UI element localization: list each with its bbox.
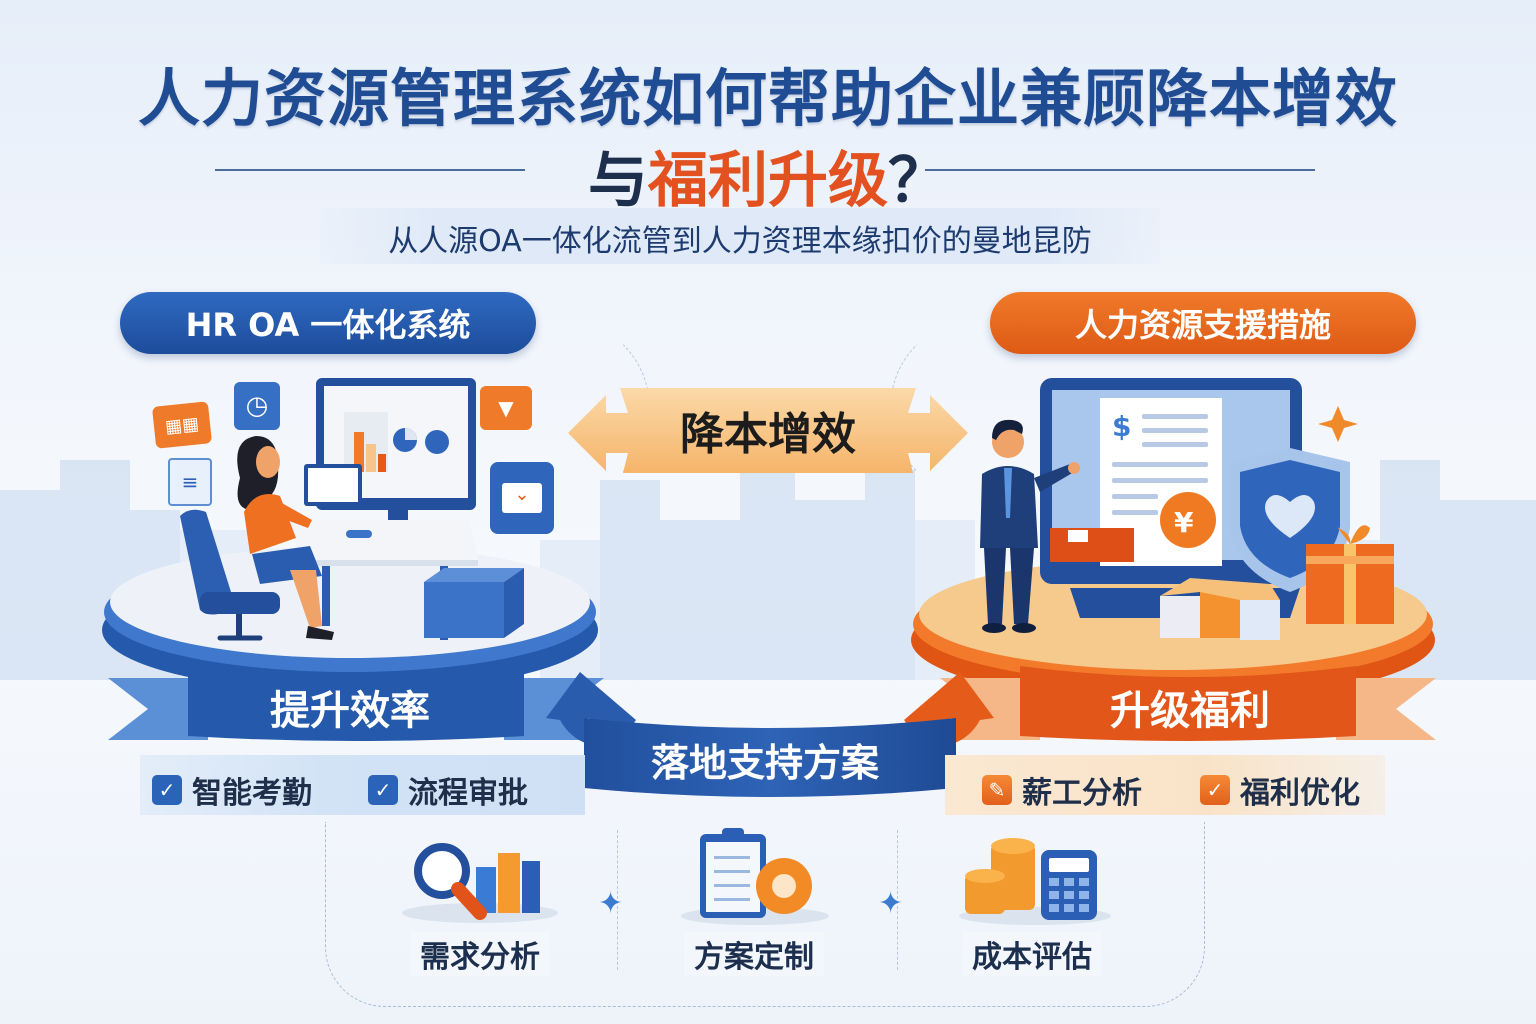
page-title-line-2: 与 福利升级 ？ [0,132,1536,219]
checkbox-checked-icon: ✓ [1200,775,1230,805]
hr-support-pill: 人力资源支援措施 [990,292,1416,354]
sparkle-icon: ✦ [878,886,904,921]
svg-text:$: $ [1112,410,1131,443]
title-rule-left [215,169,525,171]
left-feature-band [140,755,585,815]
clock-icon: ◷ [234,382,280,430]
title-prefix: 与 [588,146,648,216]
feature-benefits-optimization: ✓ 福利优化 [1200,768,1360,812]
svg-text:¥: ¥ [1174,506,1194,539]
feature-smart-attendance: ✓ 智能考勤 [152,768,312,812]
document-icon: ≡ [168,458,212,506]
step-divider [617,830,618,970]
hr-support-label: 人力资源支援措施 [1074,306,1331,344]
double-arrow-icon [568,388,968,473]
improve-efficiency-label: 提升效率 [270,688,430,734]
checkbox-checked-icon: ✓ [368,775,398,805]
feature-label: 智能考勤 [192,776,312,811]
step-cost-assessment: 成本评估 [962,932,1102,976]
checkbox-checked-icon: ✓ [152,775,182,805]
subtitle-band [320,208,1160,264]
right-ribbon [940,666,1436,741]
feature-workflow-approval: ✓ 流程审批 [368,768,528,812]
bookmark-icon: ▼ [480,386,532,430]
subtitle: 从人源OA一体化流管到人力资理本缘扣价的曼地昆防 [388,224,1092,259]
feature-label: 薪工分析 [1022,776,1142,811]
magnifier-chart-icon [402,843,558,923]
woman-at-desk-illustration [180,378,524,641]
email-icon: ⌄ [490,462,554,534]
title-suffix: ？ [888,146,948,216]
email-envelope: ⌄ [502,483,542,513]
step-plan-customization: 方案定制 [684,932,824,976]
businessman-illustration: $ ¥ [980,378,1394,640]
upgrade-benefits-label: 升级福利 [1110,688,1270,734]
feature-label: 福利优化 [1240,776,1360,811]
cost-reduction-label: 降本增效 [680,409,856,460]
coins-calculator-icon [959,838,1111,925]
clipboard-gear-icon [681,828,829,925]
left-ribbon [108,666,604,741]
page-title-line-1: 人力资源管理系统如何帮助企业兼顾降本增效 [137,62,1398,135]
implementation-support-label: 落地支持方案 [650,741,879,785]
feature-payroll-analysis: ✎ 薪工分析 [982,768,1142,812]
bottom-banner-with-arrows [546,672,994,797]
hr-oa-system-pill: HR OA 一体化系统 [120,292,536,354]
step-divider [897,830,898,970]
feature-label: 流程审批 [408,776,528,811]
title-rule-right [925,169,1315,171]
calendar-icon: ▦▦ [151,401,213,449]
sparkle-icon: ✦ [598,886,624,921]
hr-oa-system-label: HR OA 一体化系统 [185,306,471,344]
step-needs-analysis: 需求分析 [410,932,550,976]
title-accent: 福利升级 [648,146,888,216]
steps-dashed-frame [325,822,1205,1007]
edit-check-icon: ✎ [982,775,1012,805]
right-feature-band [945,755,1385,815]
